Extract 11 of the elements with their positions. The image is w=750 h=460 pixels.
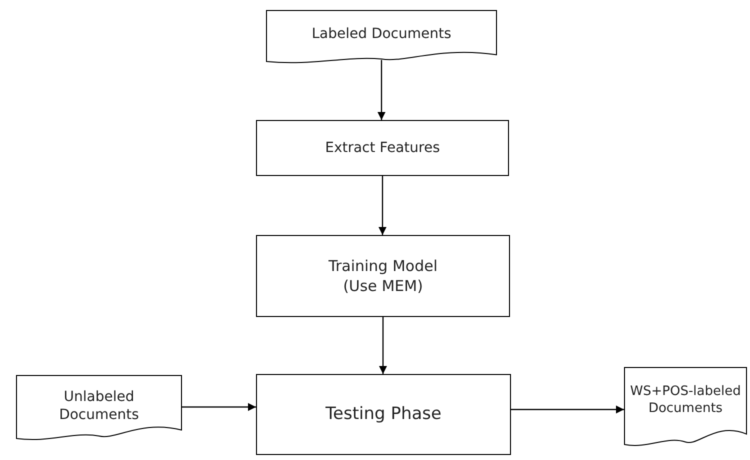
arrow	[379, 317, 387, 374]
node-label: Unlabeled Documents	[58, 388, 140, 426]
node-label: WS+POS-labeled Documents	[629, 382, 742, 418]
node-label: Labeled Documents	[312, 25, 452, 44]
node-label: Testing Phase	[326, 403, 442, 426]
arrow	[378, 176, 386, 235]
node-label: Training Model (Use MEM)	[328, 256, 438, 296]
arrow	[182, 403, 256, 411]
node-label: Extract Features	[325, 138, 440, 158]
arrow	[378, 60, 386, 120]
arrow	[511, 406, 624, 414]
